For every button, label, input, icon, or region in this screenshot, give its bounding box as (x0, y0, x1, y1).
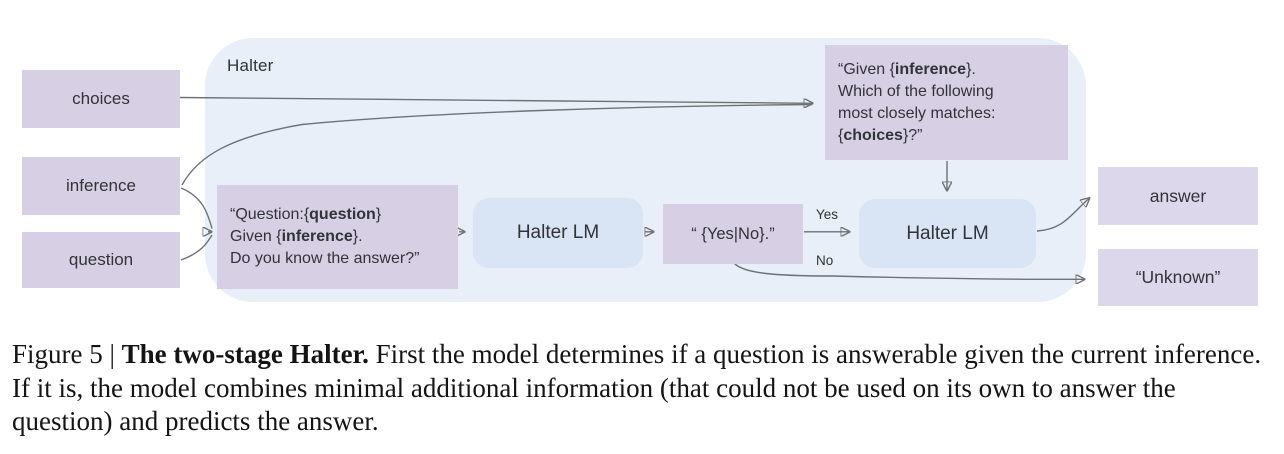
edge-label-no: No (816, 253, 834, 268)
prompt-line: “Given {inference}. (838, 60, 976, 78)
input-box-choices: choices (22, 70, 180, 128)
halter-container-label: Halter (227, 56, 274, 75)
prompt-line: Given {inference}. (230, 228, 363, 245)
caption-prefix: Figure 5 | (12, 339, 122, 369)
prompt-line: {choices}?” (838, 126, 923, 144)
caption-title: The two-stage Halter. (121, 339, 369, 369)
match-prompt-box: “Given {inference}. Which of the followi… (825, 45, 1068, 160)
input-label-inference: inference (66, 176, 136, 195)
yesno-label: “ {Yes|No}.” (691, 224, 775, 243)
input-box-question: question (22, 232, 180, 288)
prompt-line: “Question:{question} (230, 206, 382, 223)
prompt-line: Do you know the answer?” (230, 250, 420, 267)
figure-caption: Figure 5 | The two-stage Halter. First t… (12, 338, 1278, 439)
halter-lm-1-box: Halter LM (473, 198, 643, 268)
output-box-unknown: “Unknown” (1098, 249, 1258, 306)
answerable-prompt-box: “Question:{question} Given {inference}. … (217, 185, 458, 289)
halter-lm-2-label: Halter LM (906, 222, 989, 244)
halter-lm-1-label: Halter LM (516, 222, 600, 243)
output-box-answer: answer (1098, 167, 1258, 225)
prompt-line: most closely matches: (838, 104, 996, 122)
output-label-answer: answer (1149, 185, 1207, 206)
input-box-inference: inference (22, 157, 180, 215)
halter-lm-2-box: Halter LM (859, 199, 1036, 268)
input-label-choices: choices (72, 89, 130, 108)
prompt-line: Which of the following (838, 82, 994, 100)
output-label-unknown: “Unknown” (1135, 267, 1221, 287)
edge-label-yes: Yes (816, 207, 839, 222)
yesno-box: “ {Yes|No}.” (663, 204, 803, 264)
input-label-question: question (68, 250, 134, 269)
caption-body: First the model determines if a question… (12, 339, 1262, 436)
